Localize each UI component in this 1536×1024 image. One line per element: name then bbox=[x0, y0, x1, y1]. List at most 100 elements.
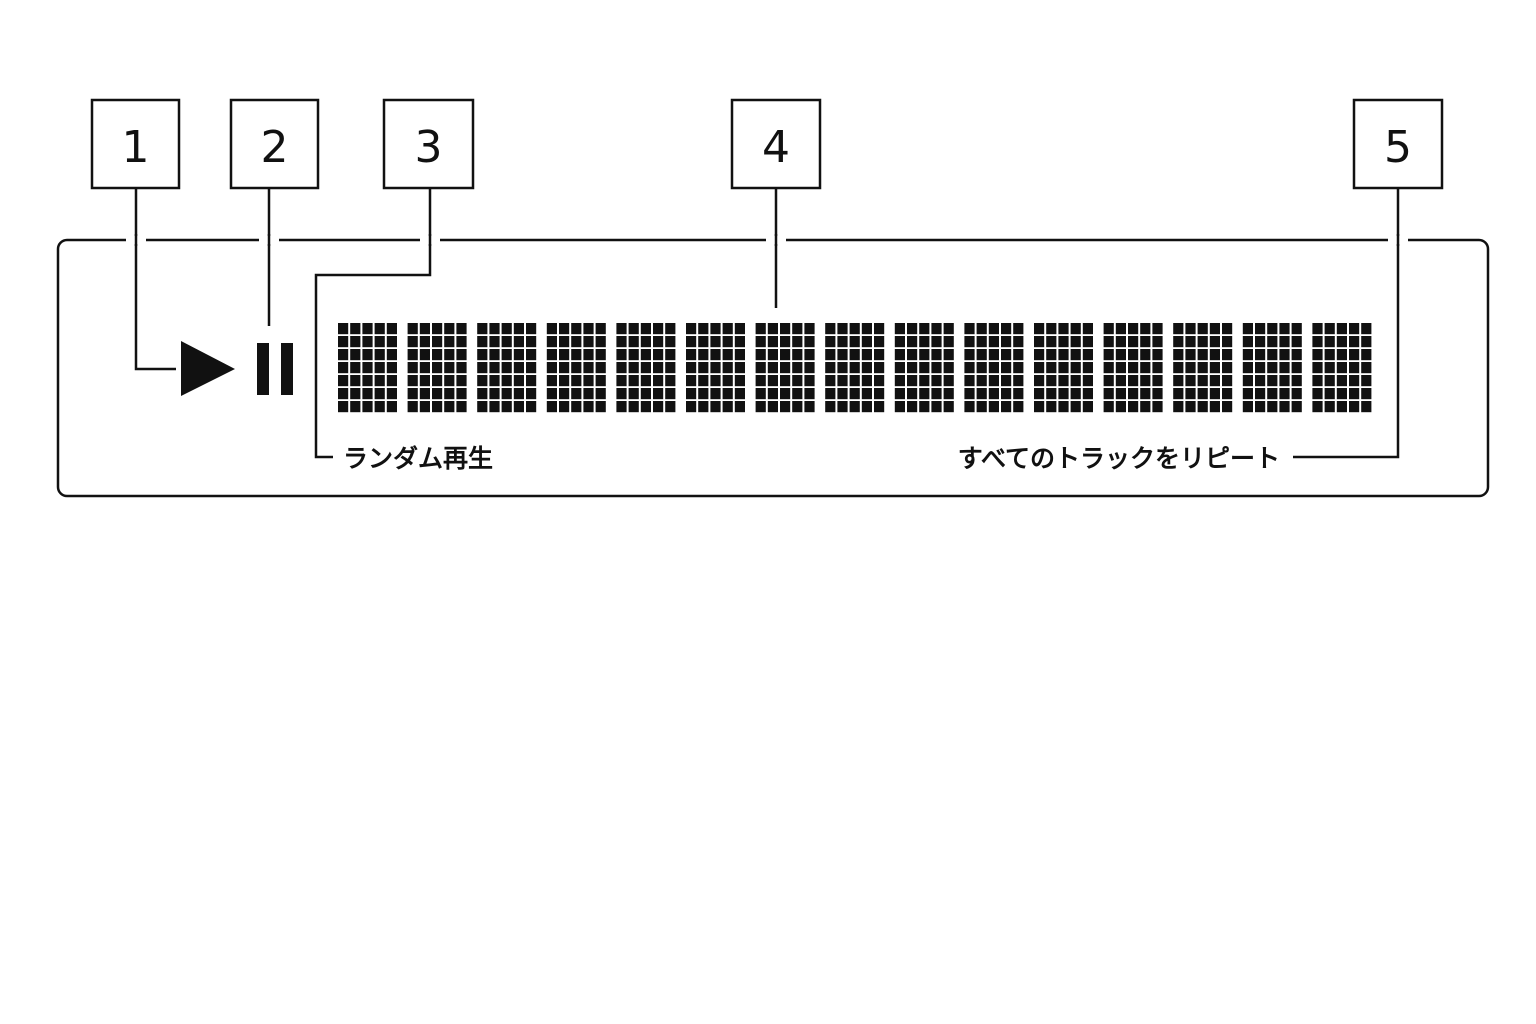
matrix-dot bbox=[1361, 323, 1372, 335]
matrix-dot bbox=[734, 349, 745, 361]
matrix-dot bbox=[804, 323, 815, 335]
matrix-dot bbox=[444, 362, 455, 374]
matrix-dot bbox=[1001, 388, 1012, 400]
matrix-dot bbox=[780, 349, 791, 361]
matrix-dot bbox=[489, 388, 500, 400]
matrix-dot bbox=[653, 336, 664, 348]
matrix-dot bbox=[1255, 388, 1266, 400]
matrix-dot bbox=[362, 362, 373, 374]
matrix-dot bbox=[837, 349, 848, 361]
matrix-dot bbox=[1291, 362, 1302, 374]
matrix-dot bbox=[1336, 323, 1347, 335]
matrix-dot bbox=[943, 401, 954, 413]
matrix-dot bbox=[1267, 336, 1278, 348]
matrix-dot bbox=[616, 336, 627, 348]
matrix-dot bbox=[1255, 401, 1266, 413]
matrix-dot bbox=[489, 375, 500, 387]
matrix-dot bbox=[1324, 401, 1335, 413]
matrix-dot bbox=[874, 323, 885, 335]
matrix-dot bbox=[1242, 323, 1253, 335]
matrix-dot bbox=[616, 349, 627, 361]
matrix-dot bbox=[1336, 336, 1347, 348]
matrix-dot bbox=[1185, 362, 1196, 374]
matrix-dot bbox=[1013, 336, 1024, 348]
matrix-dot bbox=[919, 388, 930, 400]
matrix-dot bbox=[943, 362, 954, 374]
matrix-dot bbox=[628, 362, 639, 374]
matrix-dot bbox=[964, 375, 975, 387]
matrix-dot bbox=[407, 388, 418, 400]
matrix-dot bbox=[1140, 401, 1151, 413]
matrix-dot bbox=[665, 336, 676, 348]
matrix-dot bbox=[1279, 375, 1290, 387]
matrix-dot bbox=[1082, 349, 1093, 361]
matrix-dot bbox=[1128, 362, 1139, 374]
callout-4: 4 bbox=[730, 98, 822, 190]
matrix-dot bbox=[628, 388, 639, 400]
matrix-dot bbox=[1279, 401, 1290, 413]
matrix-dot bbox=[432, 401, 443, 413]
matrix-dot bbox=[988, 323, 999, 335]
matrix-dot bbox=[362, 401, 373, 413]
matrix-dot bbox=[640, 349, 651, 361]
matrix-dot bbox=[513, 401, 524, 413]
matrix-dot bbox=[1209, 336, 1220, 348]
matrix-dot bbox=[501, 362, 512, 374]
matrix-dot bbox=[1046, 375, 1057, 387]
matrix-dot bbox=[419, 401, 430, 413]
matrix-dot bbox=[456, 362, 467, 374]
matrix-dot bbox=[1324, 336, 1335, 348]
matrix-dot bbox=[595, 336, 606, 348]
matrix-dot bbox=[964, 388, 975, 400]
character-cell bbox=[338, 323, 397, 413]
matrix-dot bbox=[1349, 336, 1360, 348]
callout-1-number: 1 bbox=[122, 122, 150, 173]
matrix-dot bbox=[780, 362, 791, 374]
matrix-dot bbox=[1103, 336, 1114, 348]
matrix-dot bbox=[1115, 388, 1126, 400]
matrix-dot bbox=[1336, 349, 1347, 361]
matrix-dot bbox=[1001, 349, 1012, 361]
matrix-dot bbox=[1324, 362, 1335, 374]
matrix-dot bbox=[546, 349, 557, 361]
matrix-dot bbox=[825, 323, 836, 335]
matrix-dot bbox=[513, 323, 524, 335]
matrix-dot bbox=[710, 349, 721, 361]
matrix-dot bbox=[1267, 362, 1278, 374]
matrix-dot bbox=[943, 375, 954, 387]
matrix-dot bbox=[386, 375, 397, 387]
matrix-dot bbox=[1173, 336, 1184, 348]
matrix-dot bbox=[1140, 349, 1151, 361]
matrix-dot bbox=[849, 388, 860, 400]
matrix-dot bbox=[710, 362, 721, 374]
matrix-dot bbox=[1103, 349, 1114, 361]
matrix-dot bbox=[1209, 349, 1220, 361]
matrix-dot bbox=[767, 375, 778, 387]
matrix-dot bbox=[1242, 362, 1253, 374]
matrix-dot bbox=[1209, 388, 1220, 400]
matrix-dot bbox=[1046, 349, 1057, 361]
matrix-dot bbox=[1267, 401, 1278, 413]
matrix-dot bbox=[710, 401, 721, 413]
matrix-dot bbox=[640, 388, 651, 400]
matrix-dot bbox=[407, 323, 418, 335]
matrix-dot bbox=[1312, 336, 1323, 348]
matrix-dot bbox=[931, 362, 942, 374]
matrix-dot bbox=[419, 336, 430, 348]
character-cell bbox=[1312, 323, 1372, 413]
matrix-dot bbox=[698, 375, 709, 387]
matrix-dot bbox=[1209, 323, 1220, 335]
matrix-dot bbox=[976, 336, 987, 348]
matrix-dot bbox=[1361, 362, 1372, 374]
matrix-dot bbox=[595, 323, 606, 335]
matrix-dot bbox=[1222, 362, 1233, 374]
matrix-dot bbox=[825, 336, 836, 348]
matrix-dot bbox=[1173, 349, 1184, 361]
matrix-dot bbox=[1349, 362, 1360, 374]
matrix-dot bbox=[1152, 349, 1163, 361]
matrix-dot bbox=[1152, 375, 1163, 387]
matrix-dot bbox=[919, 349, 930, 361]
matrix-dot bbox=[1173, 323, 1184, 335]
matrix-dot bbox=[874, 388, 885, 400]
matrix-dot bbox=[640, 336, 651, 348]
